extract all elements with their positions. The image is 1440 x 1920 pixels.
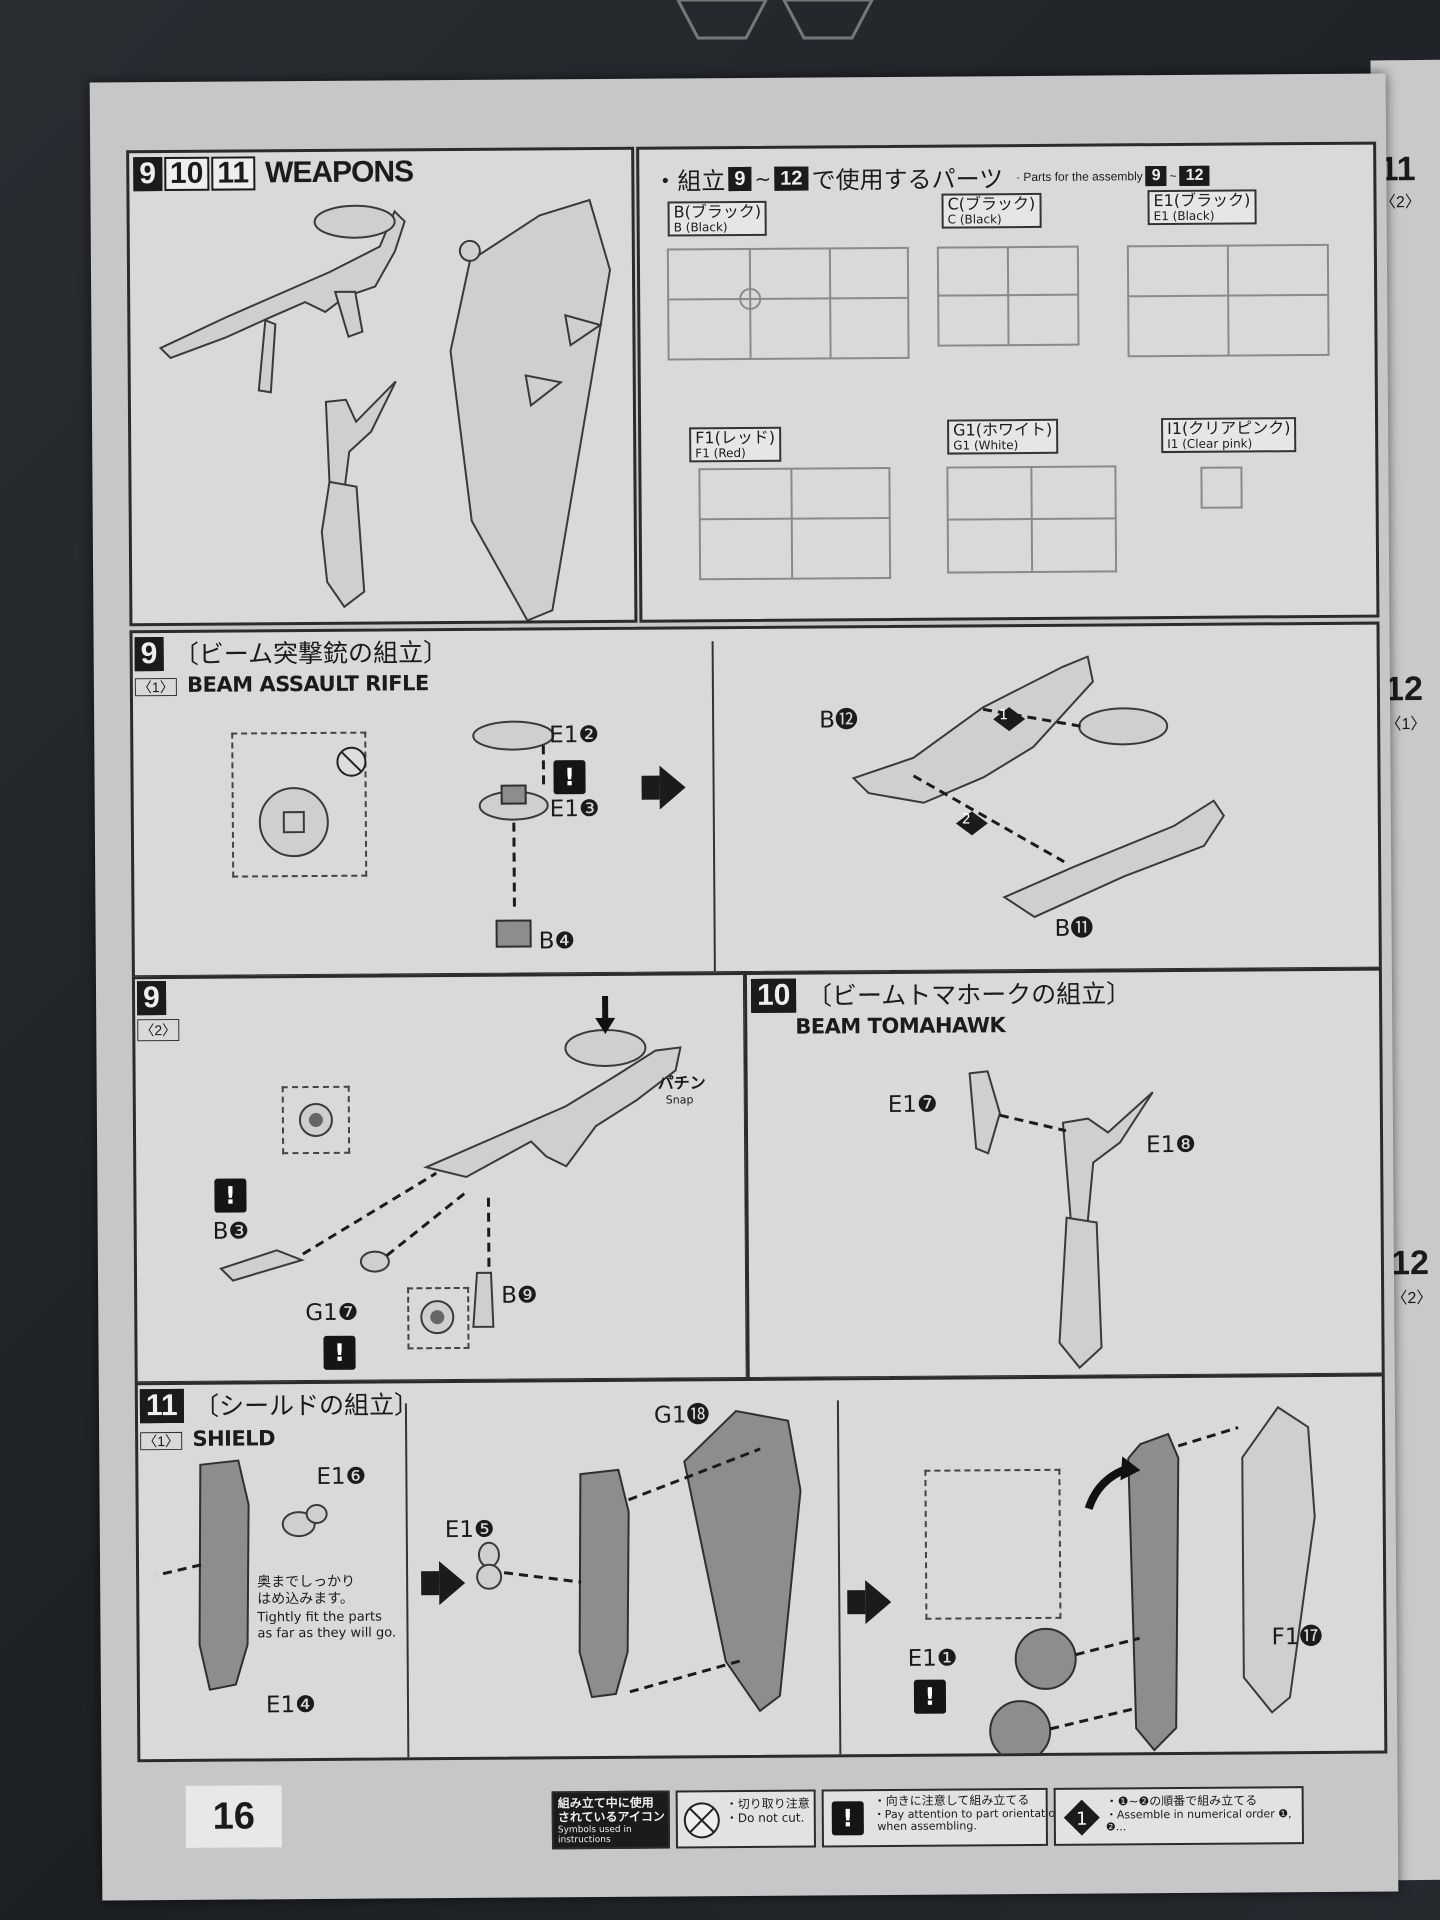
next-arrow-icon [659, 765, 686, 810]
snap-label-en: Snap [665, 1093, 694, 1107]
fit-note-jp: 奥までしっかり はめ込みます。 [257, 1573, 356, 1608]
parts-panel: ・組立 9 ~ 12 で使用するパーツ · Parts for the asse… [636, 141, 1380, 623]
attention-icon: ! [831, 1801, 864, 1836]
step-11-1-illustration [156, 1400, 1316, 1760]
attention-icon: ! [553, 760, 586, 795]
step-9-1-illustration [258, 641, 1226, 972]
runner-diagrams [666, 243, 1330, 581]
attention-icon: ! [214, 1178, 247, 1213]
page-number: 16 [185, 1785, 282, 1848]
part-label: B⓬ [819, 707, 859, 734]
attention-icon: ! [323, 1335, 356, 1370]
part-label: F1⓱ [1271, 1623, 1323, 1651]
legend-title-jp: 組み立て中に使用 されているアイコン [557, 1795, 665, 1825]
runner-c [936, 245, 1080, 347]
part-label: E1❽ [1146, 1131, 1197, 1159]
hexagon-decoration [676, 0, 874, 40]
detail-inset [924, 1468, 1062, 1620]
runner-b [666, 246, 910, 361]
svg-text:1: 1 [1076, 1809, 1088, 1830]
step-10-illustration [968, 1070, 1154, 1370]
tomahawk-drawing [320, 380, 397, 609]
rifle-drawing [158, 204, 406, 394]
weapons-illustration [158, 198, 612, 622]
runner-g1 [946, 465, 1118, 574]
step-10-panel: 10 〔ビームトマホークの組立〕 BEAM TOMAHAWK E1❼ E1❽ [743, 967, 1385, 1380]
part-label: E1❸ [549, 796, 600, 823]
legend-cut-en: ・Do not cut. [725, 1810, 805, 1825]
part-label: E1❹ [265, 1692, 316, 1719]
side-step-sub: 〈2〉 [1391, 1289, 1433, 1308]
legend-order-en: ・Assemble in numerical order ❶, ❷... [1105, 1806, 1292, 1834]
part-label: B❹ [538, 928, 576, 955]
runner-e1 [1126, 243, 1330, 358]
step-9-2-illustration [219, 995, 682, 1335]
weapons-overview-panel: 9 10 11 WEAPONS [126, 146, 638, 627]
legend-orient-en: ・Pay attention to part orientation when … [873, 1806, 1063, 1834]
runner-i1 [1200, 466, 1243, 509]
order-icon: 1 [1063, 1799, 1100, 1836]
attention-icon: ! [913, 1679, 947, 1714]
order-number: 1 [999, 707, 1009, 724]
part-label: E1❺ [444, 1516, 495, 1544]
legend-title-en: Symbols used in instructions [557, 1824, 632, 1846]
part-label: E1❶ [907, 1645, 958, 1672]
legend-title: 組み立て中に使用 されているアイコン Symbols used in instr… [551, 1790, 671, 1850]
step-9-1-panel: 9 〔ビーム突撃銃の組立〕 〈1〉 BEAM ASSAULT RIFLE [129, 621, 1382, 979]
legend-cut: ・切り取り注意 ・Do not cut. [675, 1789, 817, 1849]
side-step-12b: 12 [1390, 1243, 1430, 1283]
side-step-sub: 〈1〉 [1385, 715, 1427, 734]
next-arrow-icon [865, 1579, 892, 1625]
step-11-1-panel: 11 〔シールドの組立〕 〈1〉 SHIELD [134, 1373, 1388, 1763]
step-9-2-panel: 9 〈2〉 ! B❸ G1❼ ! B❾ パチン Snap [131, 971, 749, 1385]
next-arrow-icon [439, 1560, 466, 1606]
instruction-page: 9 10 11 WEAPONS [89, 73, 1399, 1901]
part-label: E1❻ [316, 1463, 367, 1490]
fit-note-en: Tightly fit the parts as far as they wil… [257, 1609, 397, 1642]
legend-order: 1 ・❶~❷の順番で組み立てる ・Assemble in numerical o… [1053, 1786, 1304, 1846]
legend-orientation: ! ・向きに注意して組み立てる ・Pay attention to part o… [821, 1787, 1063, 1848]
side-step-12: 12 [1384, 669, 1424, 709]
part-label: E1❼ [887, 1091, 938, 1118]
part-label: B❾ [501, 1282, 538, 1309]
part-label: G1❼ [305, 1299, 359, 1327]
order-number: 2 [961, 811, 971, 828]
runner-f1 [698, 466, 892, 581]
footer: 16 組み立て中に使用 されているアイコン Symbols used in in… [102, 1773, 1399, 1892]
part-label: B⓫ [1054, 915, 1094, 942]
shield-drawing [449, 198, 612, 622]
part-label: E1❷ [549, 722, 600, 749]
part-label: B❸ [212, 1218, 250, 1245]
cut-icon [683, 1802, 720, 1839]
snap-label: パチン [657, 1073, 706, 1093]
part-label: G1⓲ [653, 1402, 710, 1429]
